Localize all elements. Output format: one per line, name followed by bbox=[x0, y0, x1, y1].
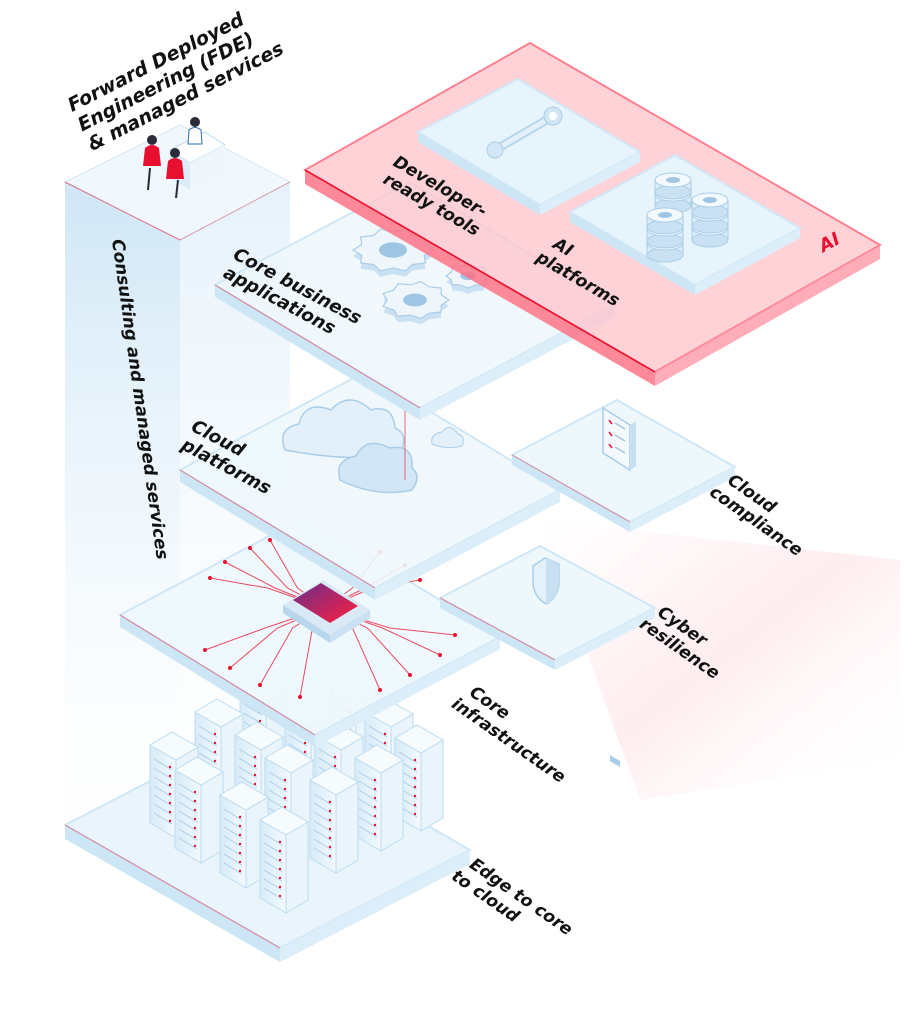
background-glow bbox=[540, 520, 900, 800]
gear bbox=[382, 280, 451, 325]
edge-to-cloud-label: Edge to core to cloud bbox=[448, 854, 576, 940]
people-meeting-icon bbox=[143, 117, 226, 199]
gears-icon bbox=[351, 228, 492, 325]
core-infrastructure-label: Core infrastructure bbox=[448, 682, 569, 787]
cloud-icon bbox=[282, 399, 464, 494]
clipboard-icon bbox=[602, 406, 636, 767]
developer-tools-tile bbox=[415, 77, 643, 215]
server-rack-icon bbox=[149, 676, 444, 914]
wrench-icon bbox=[486, 106, 563, 159]
chip-icon bbox=[283, 580, 370, 643]
server-rack bbox=[259, 806, 309, 914]
shield-icon bbox=[532, 557, 560, 605]
server-rack bbox=[354, 744, 404, 852]
server-rack bbox=[174, 756, 224, 864]
server-rack bbox=[309, 766, 359, 874]
database-icon bbox=[646, 172, 729, 263]
